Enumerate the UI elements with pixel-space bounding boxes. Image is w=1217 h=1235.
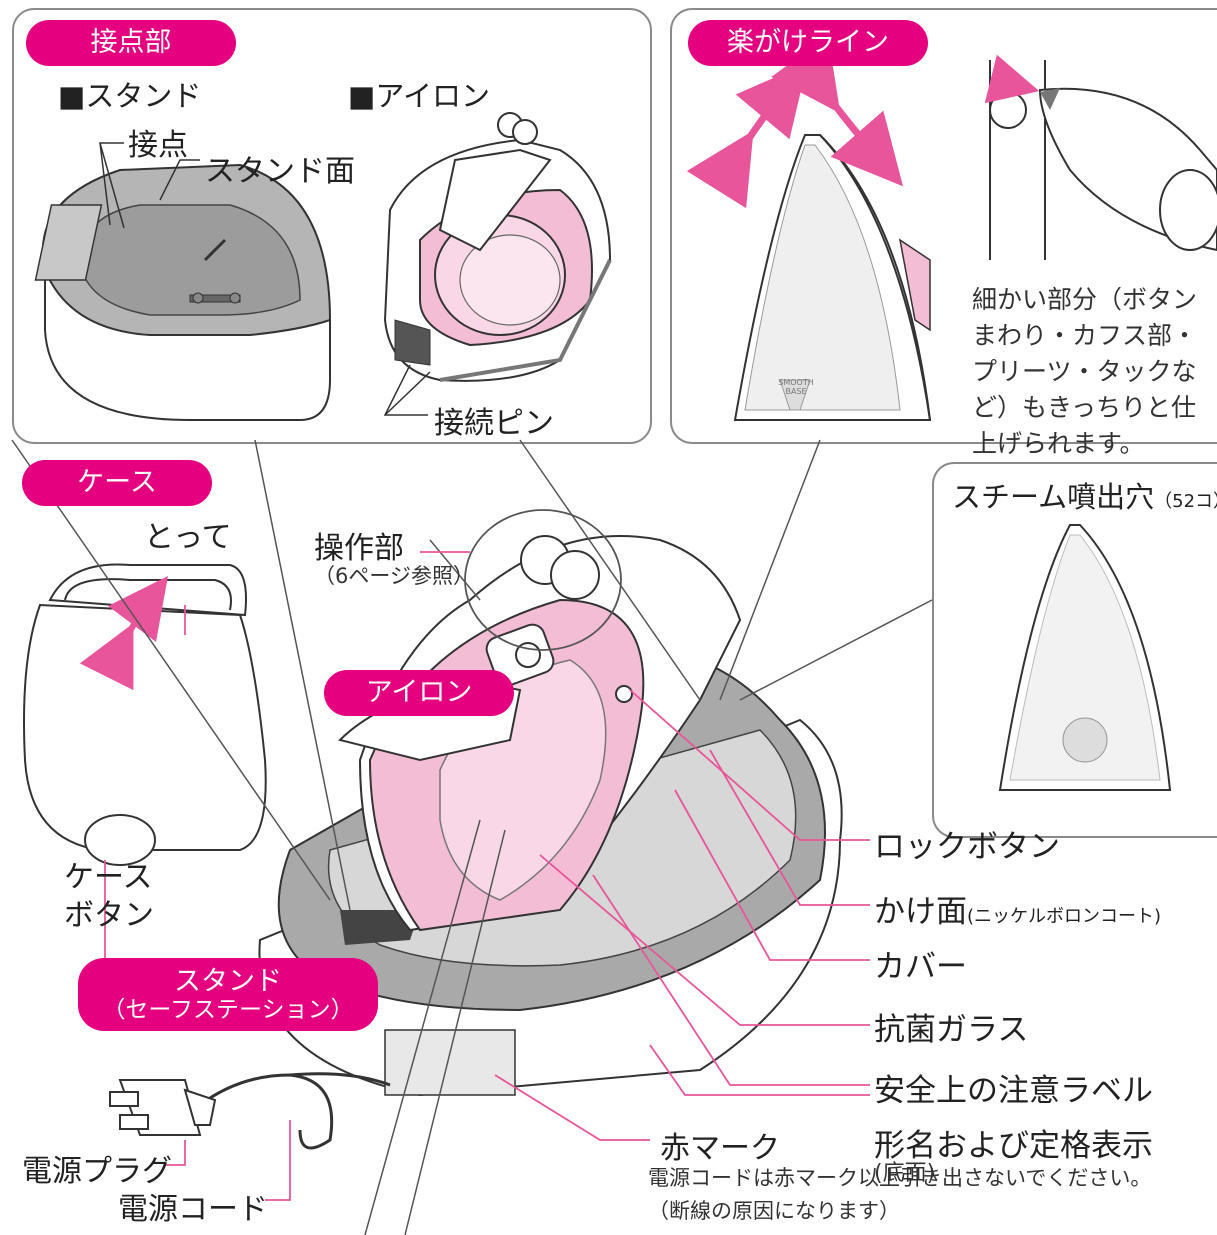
label-cover: カバー — [874, 941, 967, 986]
label-red-mark: 赤マーク — [660, 1123, 780, 1167]
label-cord: 電源コード — [118, 1184, 268, 1228]
label-glass: 抗菌ガラス — [874, 1004, 1028, 1049]
steam-title-text: スチーム噴出穴 — [952, 480, 1154, 514]
tag-iron: アイロン — [324, 670, 514, 716]
label-plate-text: かけ面 — [874, 894, 967, 930]
label-connect-pin: 接続ピン — [434, 398, 554, 442]
stand-header: ■スタンド — [58, 73, 201, 115]
label-case-button-2: ボタン — [64, 890, 154, 934]
cord-plug-illustration — [110, 1074, 390, 1148]
tag-stand-sub: （セーフステーション） — [78, 997, 378, 1023]
tag-stand-title: スタンド — [174, 966, 282, 997]
red-mark-note-2: （断線の原因になります） — [648, 1195, 900, 1228]
tag-contact: 接点部 — [26, 20, 236, 66]
soleplate-badge: SMOOTH BASE — [776, 378, 816, 396]
easy-line-note: 細かい部分（ボタンまわり・カフス部・プリーツ・タックなど）もきっちりと仕上げられ… — [972, 282, 1208, 462]
tag-case: ケース — [22, 460, 212, 506]
label-handle: とって — [144, 512, 232, 556]
contact-stand-illustration — [35, 165, 330, 420]
tag-easy-line: 楽がけライン — [688, 20, 928, 66]
iron-header: ■アイロン — [348, 73, 490, 115]
tag-stand: スタンド （セーフステーション） — [78, 958, 378, 1031]
label-lock-button: ロックボタン — [874, 821, 1060, 866]
steam-title: スチーム噴出穴（52コ） — [952, 474, 1217, 516]
label-stand-surface: スタンド面 — [205, 146, 355, 190]
steam-title-sub: （52コ） — [1154, 491, 1217, 512]
contact-iron-illustration — [385, 113, 610, 381]
steam-illustration — [1000, 525, 1170, 790]
case-illustration — [24, 564, 266, 865]
red-mark-note-1: 電源コードは赤マーク以上引き出さないでください。 — [648, 1162, 1151, 1195]
label-contact-point: 接点 — [128, 120, 188, 164]
label-plate-sub: (ニッケルボロンコート) — [967, 906, 1161, 927]
label-plate: かけ面(ニッケルボロンコート) — [874, 886, 1161, 931]
label-controls-ref: （6ページ参照） — [314, 560, 474, 593]
label-safety: 安全上の注意ラベル — [874, 1065, 1153, 1110]
